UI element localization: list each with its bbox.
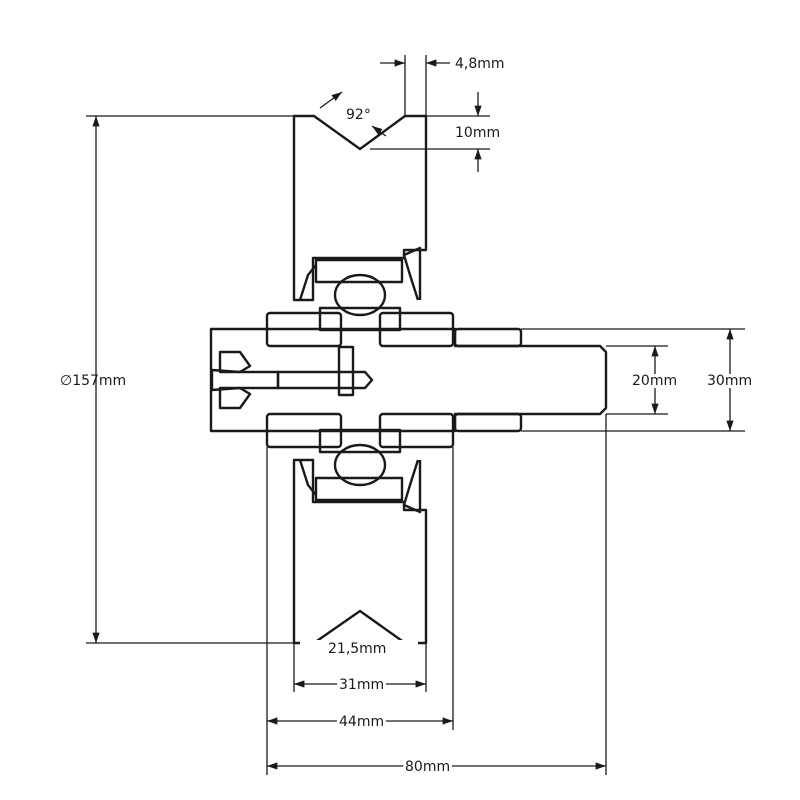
dim-shaft-diameter: 20mm [632, 373, 677, 389]
dim-diameter: ∅157mm [60, 373, 126, 389]
dim-groove-width: 21,5mm [328, 641, 386, 657]
dim-groove-depth: 10mm [455, 125, 500, 141]
dim-groove-angle: 92° [346, 107, 371, 123]
dim-hub-width: 44mm [339, 714, 384, 730]
dim-total-length: 80mm [405, 759, 450, 775]
flange-bushings [265, 311, 523, 449]
wheel-body-bottom [292, 458, 428, 645]
dim-wheel-width: 31mm [339, 677, 384, 693]
bearing-bottom [298, 428, 422, 514]
shaft [209, 327, 608, 433]
wheel-body-top [292, 114, 428, 302]
dim-groove-flat: 4,8mm [455, 56, 505, 72]
dim-shoulder-diameter: 30mm [707, 373, 752, 389]
bearing-top [298, 246, 422, 332]
grease-channel [210, 345, 374, 410]
